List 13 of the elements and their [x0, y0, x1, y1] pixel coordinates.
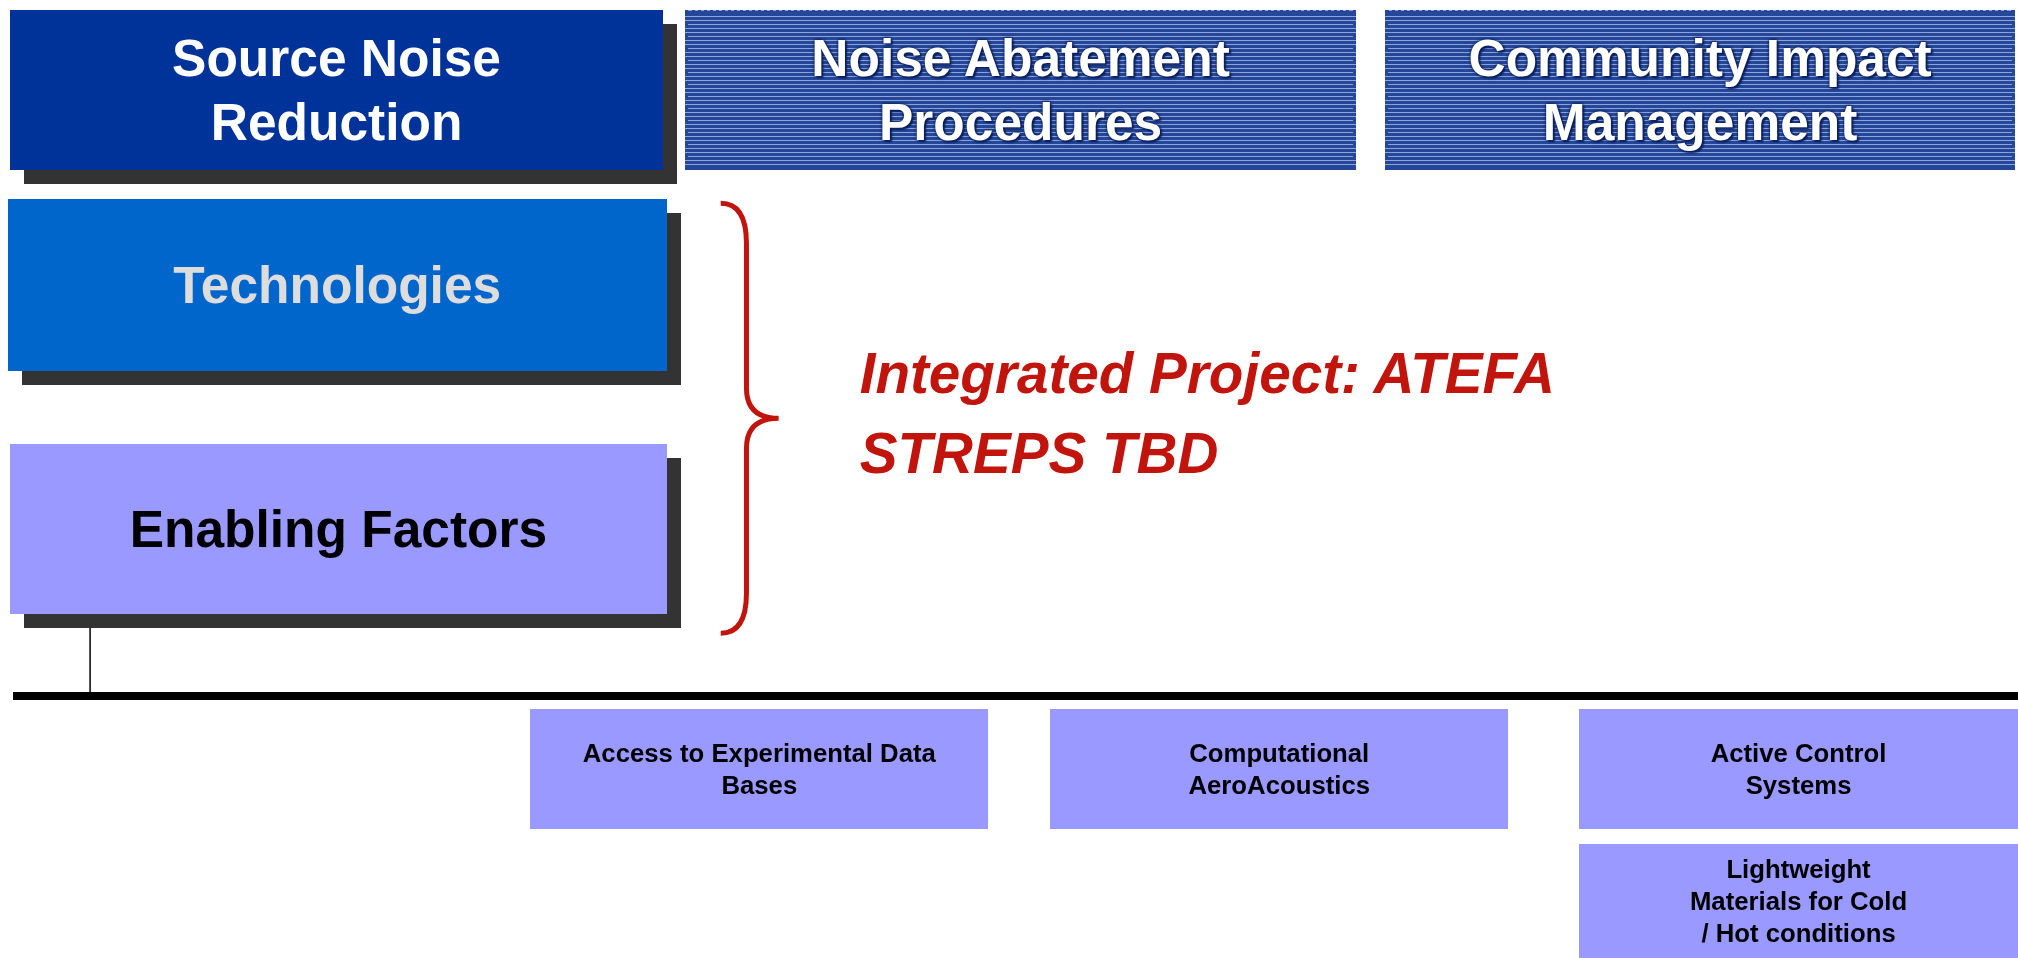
- topic-box: Active Control Systems: [1579, 709, 2018, 829]
- category-header: Source Noise Reduction: [10, 10, 663, 170]
- category-box: Enabling Factors: [10, 444, 667, 614]
- category-header: Community Impact Management: [1384, 10, 2016, 170]
- project-note: Integrated Project: ATEFA: [859, 341, 1555, 407]
- project-note: STREPS TBD: [859, 420, 1219, 486]
- topic-box: Access to Experimental Data Bases: [530, 709, 989, 829]
- connector-line: [89, 627, 91, 694]
- category-header: Noise Abatement Procedures: [684, 10, 1357, 170]
- category-box: Technologies: [7, 199, 667, 371]
- topic-box: Lightweight Materials for Cold / Hot conditions: [1579, 844, 2018, 958]
- topic-box: Computational AeroAcoustics: [1050, 709, 1509, 829]
- timeline-bar: [12, 692, 2018, 701]
